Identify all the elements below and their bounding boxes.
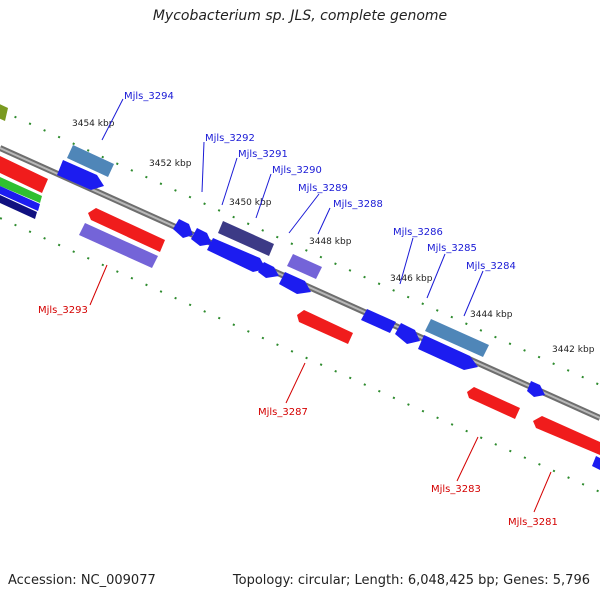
gene-label[interactable]: Mjls_3294: [124, 91, 174, 102]
gene-block[interactable]: [527, 381, 545, 397]
topology-text: Topology: circular; Length: 6,048,425 bp…: [232, 573, 590, 588]
forward-leaders: [101, 98, 484, 317]
gene-block[interactable]: [425, 319, 489, 357]
gene-block[interactable]: [191, 228, 212, 246]
gene-block[interactable]: [67, 145, 114, 177]
gene-label[interactable]: Mjls_3290: [272, 165, 322, 176]
gene-block[interactable]: [361, 309, 396, 333]
left-edge-genes: [0, 156, 48, 219]
scale-labels: 3454 kbp 3452 kbp 3450 kbp 3448 kbp 3446…: [72, 119, 595, 355]
gene-block[interactable]: [0, 156, 48, 193]
gene-block[interactable]: [287, 254, 322, 279]
gene-block[interactable]: [0, 186, 40, 211]
gene-label[interactable]: Mjls_3285: [427, 243, 477, 254]
tick-label: 3452 kbp: [149, 159, 192, 169]
gene-label[interactable]: Mjls_3293: [38, 305, 88, 316]
outer-tick-ring: [0, 109, 600, 386]
gene-label[interactable]: Mjls_3291: [238, 149, 288, 160]
gene-label[interactable]: Mjls_3287: [258, 407, 308, 418]
gene-block[interactable]: [279, 272, 311, 294]
gene-label[interactable]: Mjls_3289: [298, 183, 348, 194]
tick-label: 3450 kbp: [229, 198, 272, 208]
gene-label[interactable]: Mjls_3288: [333, 199, 383, 210]
map-title: Mycobacterium sp. JLS, complete genome: [152, 8, 448, 24]
gene-label[interactable]: Mjls_3281: [508, 517, 558, 528]
gene-block[interactable]: [218, 221, 274, 256]
gene-labels: Mjls_3294 Mjls_3292 Mjls_3291 Mjls_3290 …: [38, 91, 558, 528]
gene-block[interactable]: [207, 238, 266, 272]
gene-block[interactable]: [0, 177, 42, 203]
gene-block[interactable]: [467, 387, 520, 419]
gene-block[interactable]: [395, 323, 420, 344]
gene-block[interactable]: [57, 160, 104, 190]
reverse-genes: [79, 208, 600, 470]
gene-label[interactable]: Mjls_3283: [431, 484, 481, 495]
gene-label[interactable]: Mjls_3284: [466, 261, 516, 272]
tick-label: 3444 kbp: [470, 310, 513, 320]
gene-block[interactable]: [0, 195, 37, 219]
gene-label[interactable]: Mjls_3292: [205, 133, 255, 144]
gene-label[interactable]: Mjls_3286: [393, 227, 443, 238]
gene-block[interactable]: [173, 219, 193, 238]
gene-block[interactable]: [258, 262, 279, 278]
gene-block[interactable]: [88, 208, 165, 252]
gene-block[interactable]: [592, 456, 600, 470]
gene-block[interactable]: [533, 416, 600, 455]
accession-text: Accession: NC_009077: [8, 573, 156, 588]
gene-block[interactable]: [79, 223, 158, 268]
tick-label: 3446 kbp: [390, 274, 433, 284]
gene-block[interactable]: [297, 310, 353, 344]
gene-block[interactable]: [418, 335, 478, 370]
reverse-leaders: [89, 264, 552, 513]
tick-label: 3454 kbp: [72, 119, 115, 129]
tick-label: 3448 kbp: [309, 237, 352, 247]
gene-block[interactable]: [0, 102, 8, 121]
tick-label: 3442 kbp: [552, 345, 595, 355]
forward-genes: [0, 102, 545, 397]
